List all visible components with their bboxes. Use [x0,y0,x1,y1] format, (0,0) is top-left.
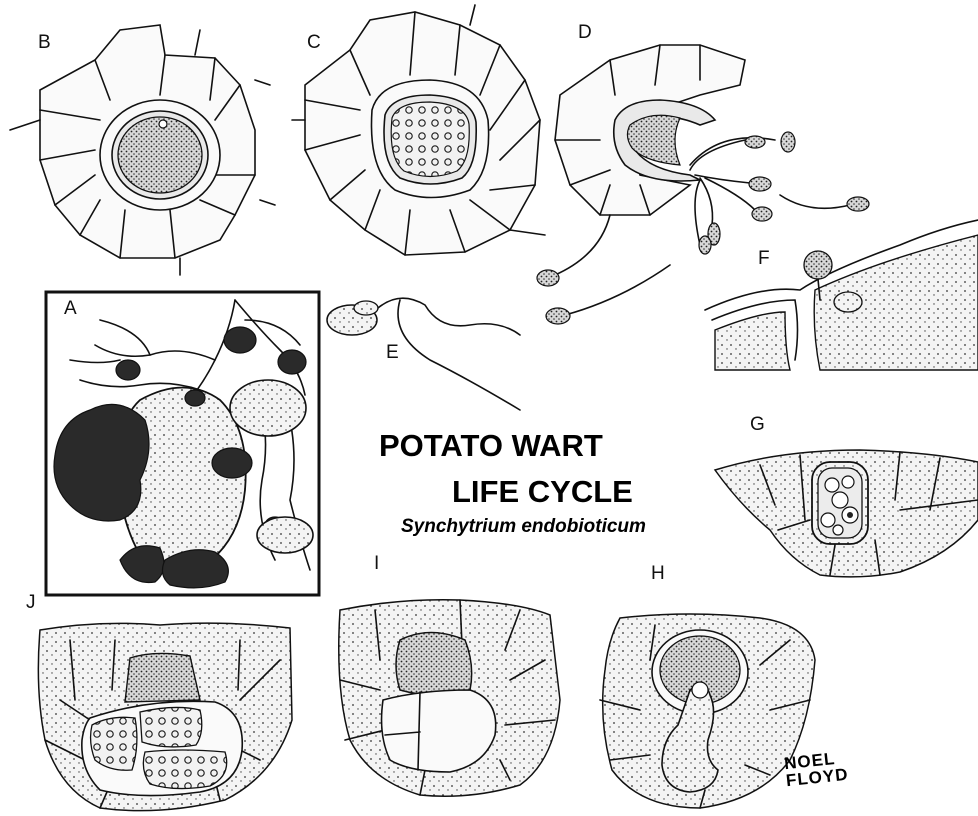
stage-d-drawing [537,45,869,324]
stage-a-drawing [46,292,319,595]
panel-label-a: A [64,298,77,320]
stage-e-drawing [327,298,520,410]
stage-i-drawing [339,600,560,797]
panel-label-c: C [307,32,321,54]
panel-label-f: F [758,248,770,270]
title-line-2: LIFE CYCLE [452,474,633,510]
panel-label-i: I [374,553,379,575]
panel-label-e: E [386,342,399,364]
panel-label-d: D [578,22,592,44]
title-line-1: POTATO WART [379,428,603,464]
stage-j-drawing [38,623,292,811]
stage-b-drawing [10,25,275,275]
stage-f-drawing [705,220,978,370]
stage-g-drawing [715,450,978,577]
stage-h-drawing [600,614,815,808]
panel-label-j: J [26,592,36,614]
species-name: Synchytrium endobioticum [401,516,646,538]
stage-c-drawing [292,5,545,255]
panel-label-h: H [651,563,665,585]
artist-signature: NOEL FLOYD [783,749,849,789]
panel-label-b: B [38,32,51,54]
panel-label-g: G [750,414,765,436]
